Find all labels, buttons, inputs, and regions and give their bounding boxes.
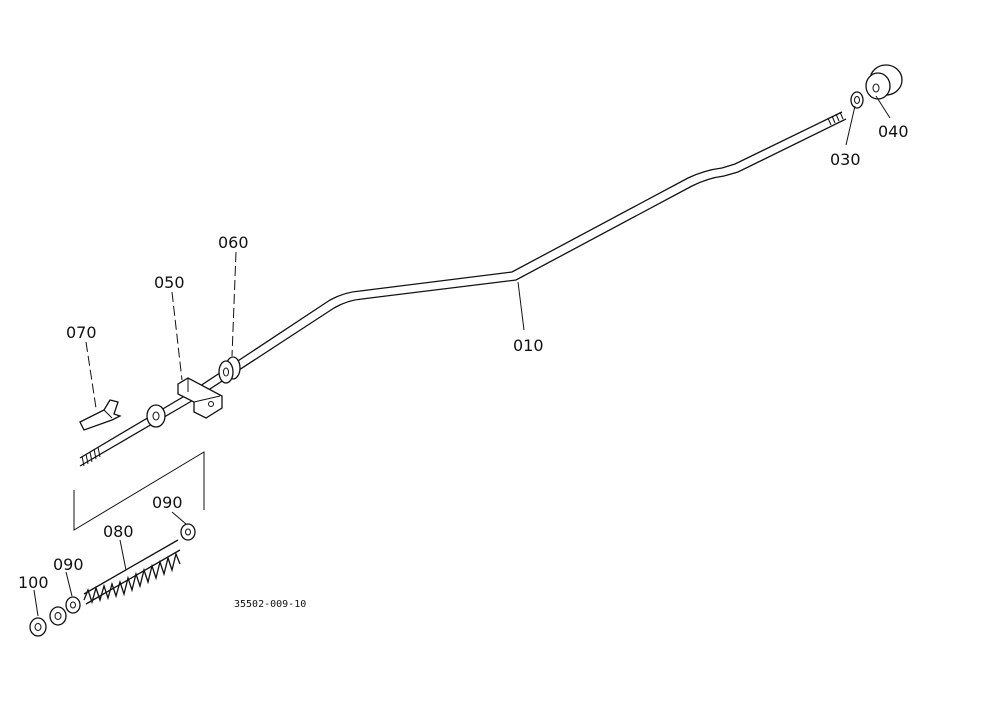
thread-left bbox=[81, 446, 101, 467]
rod-010 bbox=[79, 111, 847, 467]
label-040: 040 bbox=[878, 122, 909, 141]
washer-090-lower bbox=[65, 596, 81, 614]
exploded-bracket bbox=[73, 451, 205, 531]
washer-090-upper bbox=[180, 523, 196, 541]
label-070: 070 bbox=[66, 323, 97, 342]
clip-070 bbox=[79, 399, 122, 431]
thread-right bbox=[827, 111, 844, 126]
nut-030 bbox=[850, 91, 864, 109]
washer-050-side bbox=[146, 404, 166, 428]
label-090-lower: 090 bbox=[53, 555, 84, 574]
bracket-050 bbox=[177, 377, 223, 419]
label-100: 100 bbox=[18, 573, 49, 592]
grommet-060 bbox=[218, 356, 241, 384]
drawing-code: 35502-009-10 bbox=[234, 599, 306, 610]
nut-100 bbox=[29, 606, 67, 637]
label-010: 010 bbox=[513, 336, 544, 355]
leader-lines bbox=[33, 95, 891, 617]
label-060: 060 bbox=[218, 233, 249, 252]
label-030: 030 bbox=[830, 150, 861, 169]
label-050: 050 bbox=[154, 273, 185, 292]
knob-040 bbox=[865, 64, 903, 100]
label-080: 080 bbox=[103, 522, 134, 541]
label-090-upper: 090 bbox=[152, 493, 183, 512]
spring-080 bbox=[83, 539, 181, 605]
